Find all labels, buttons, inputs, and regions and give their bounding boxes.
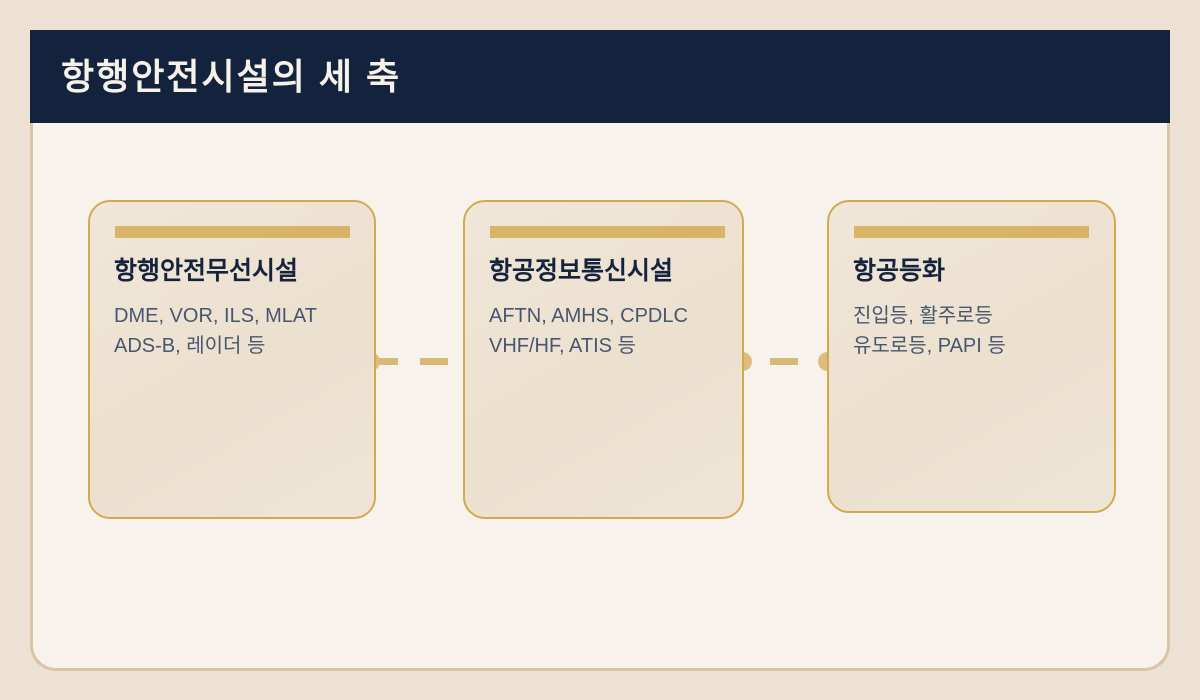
facility-card-2[interactable]: 항공정보통신시설 AFTN, AMHS, CPDLC VHF/HF, ATIS …: [463, 200, 744, 519]
facility-card-1[interactable]: 항행안전무선시설 DME, VOR, ILS, MLAT ADS-B, 레이더 …: [88, 200, 376, 519]
card-description: AFTN, AMHS, CPDLC VHF/HF, ATIS 등: [489, 305, 688, 357]
card-title: 항공등화: [853, 257, 946, 285]
card-description: 진입등, 활주로등 유도로등, PAPI 등: [853, 305, 1006, 357]
card-accent-bar: [854, 226, 1089, 238]
card-accent-bar: [115, 226, 350, 238]
card-description: DME, VOR, ILS, MLAT ADS-B, 레이더 등: [114, 305, 317, 357]
card-title: 항공정보통신시설: [489, 257, 674, 285]
page-title: 항행안전시설의 세 축: [61, 55, 402, 97]
card-title: 항행안전무선시설: [114, 257, 299, 285]
slide-header-band: 항행안전시설의 세 축: [30, 30, 1170, 123]
card-accent-bar: [490, 226, 725, 238]
facility-card-3[interactable]: 항공등화 진입등, 활주로등 유도로등, PAPI 등: [827, 200, 1116, 513]
